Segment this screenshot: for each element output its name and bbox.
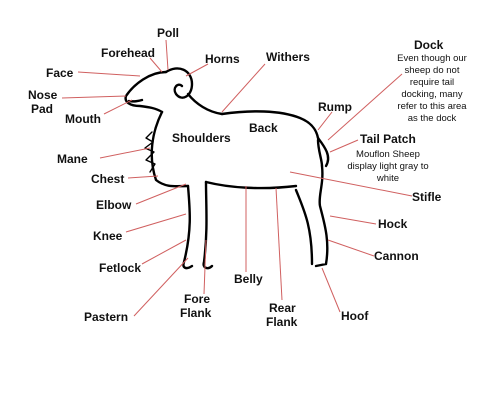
front-leg-left xyxy=(182,184,194,270)
label-forehead: Forehead xyxy=(101,46,155,60)
label-dock: Dock xyxy=(414,38,444,52)
dock-note-line: refer to this area xyxy=(397,101,467,112)
label-nose-pad-line1: Nose xyxy=(28,88,58,102)
dock-note-line: as the dock xyxy=(408,113,457,124)
label-knee: Knee xyxy=(93,229,123,243)
label-chest: Chest xyxy=(91,172,124,186)
dock-note-line: require tail xyxy=(410,77,454,88)
label-belly: Belly xyxy=(234,272,263,286)
back-line xyxy=(220,110,320,140)
horn-shape xyxy=(164,67,194,99)
label-elbow: Elbow xyxy=(96,198,132,212)
label-rump: Rump xyxy=(318,100,352,114)
label-stifle: Stifle xyxy=(412,190,442,204)
label-fore-flank-line2: Flank xyxy=(180,306,212,320)
belly-line xyxy=(204,180,298,190)
label-pastern: Pastern xyxy=(84,310,128,324)
rear-leg xyxy=(294,164,329,268)
tail-patch-note-line: display light gray to xyxy=(347,161,428,172)
leader-lines xyxy=(61,39,413,317)
dock-note: Even though our sheep do not require tai… xyxy=(397,53,467,124)
label-face: Face xyxy=(46,66,74,80)
sheep-outline xyxy=(124,67,330,270)
tail-patch-note-line: Mouflon Sheep xyxy=(356,149,420,160)
label-rear-flank-line2: Flank xyxy=(266,315,298,329)
label-hoof: Hoof xyxy=(341,309,369,323)
label-cannon: Cannon xyxy=(374,249,419,263)
label-nose-pad-line2: Pad xyxy=(31,102,53,116)
label-fore-flank-line1: Fore xyxy=(184,292,210,306)
tail-patch-note-line: white xyxy=(376,173,399,184)
neck-top xyxy=(186,92,224,116)
label-fetlock: Fetlock xyxy=(99,261,141,275)
dock-note-line: sheep do not xyxy=(405,65,460,76)
label-poll: Poll xyxy=(157,26,179,40)
label-withers: Withers xyxy=(266,50,310,64)
head-shape xyxy=(124,70,168,114)
label-back: Back xyxy=(249,121,278,135)
label-mouth: Mouth xyxy=(65,112,101,126)
front-leg-right xyxy=(202,180,214,270)
label-rear-flank-line1: Rear xyxy=(269,301,296,315)
dock-note-line: docking, many xyxy=(401,89,463,100)
label-hock: Hock xyxy=(378,217,408,231)
chest-front xyxy=(150,110,190,188)
part-labels: Poll Forehead Horns Withers Face Nose Pa… xyxy=(28,26,444,329)
dock-note-line: Even though our xyxy=(397,53,467,64)
label-mane: Mane xyxy=(57,152,88,166)
label-tail-patch: Tail Patch xyxy=(360,132,416,146)
tail-shape xyxy=(316,136,330,168)
label-shoulders: Shoulders xyxy=(172,131,231,145)
mane-fringe xyxy=(144,131,156,173)
label-horns: Horns xyxy=(205,52,240,66)
tail-patch-note: Mouflon Sheep display light gray to whit… xyxy=(347,149,428,184)
